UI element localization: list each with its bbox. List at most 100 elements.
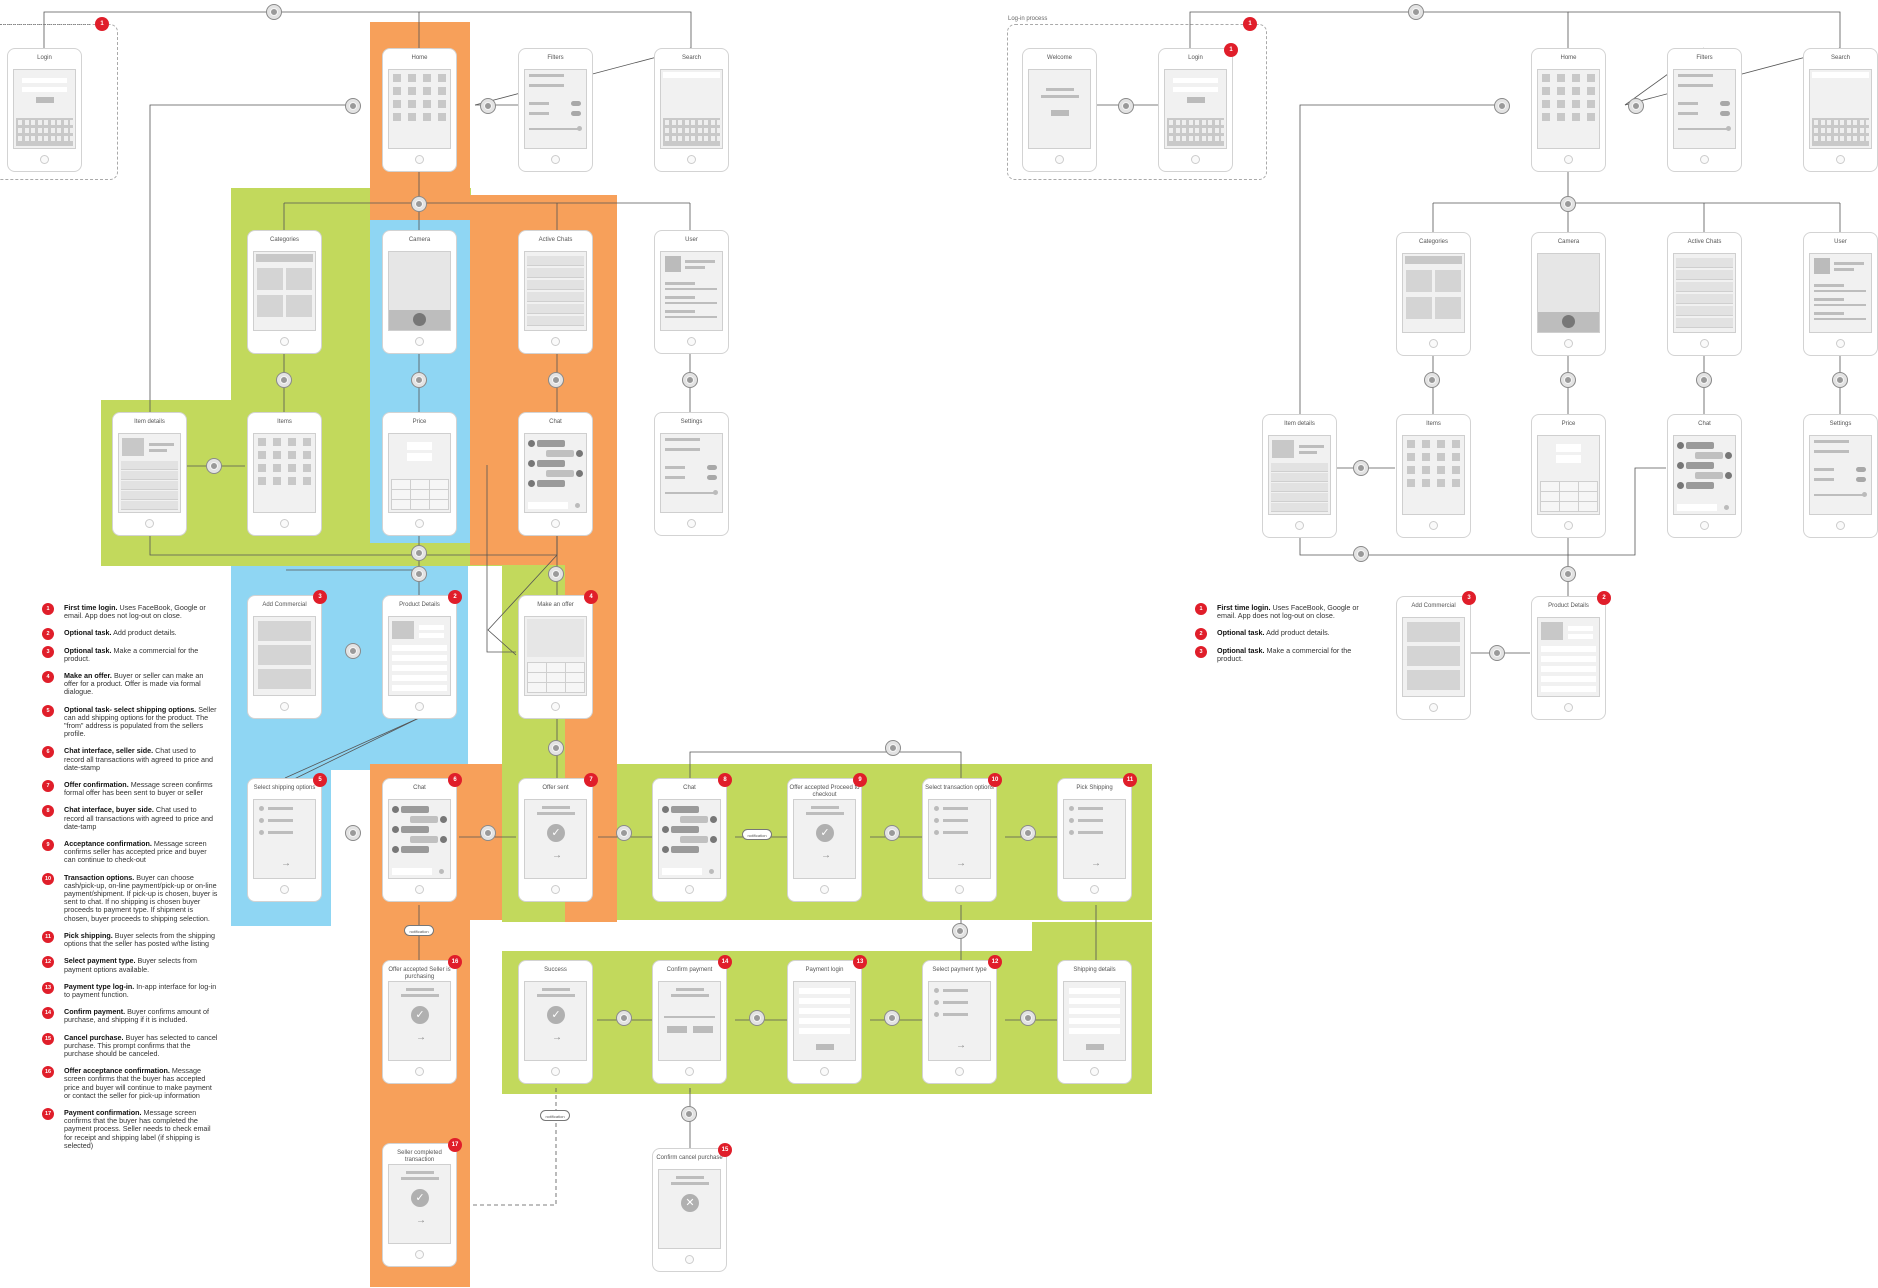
bar [685, 266, 705, 269]
legend-text: In-app interface for log-in to payment f… [64, 981, 217, 999]
slider-handle [1726, 126, 1731, 131]
bar [1173, 78, 1218, 83]
step-badge: 14 [718, 955, 732, 969]
screen-title: Search [1830, 55, 1850, 61]
screen-content [1402, 617, 1465, 697]
bar [537, 812, 575, 815]
screen-title: User [685, 237, 698, 243]
radio-icon [934, 818, 939, 823]
thumbnail-icon [288, 464, 296, 472]
legend-number-badge: 1 [42, 603, 54, 615]
legend-label: Cancel purchase. [64, 1032, 124, 1042]
key [671, 120, 676, 125]
message-bubble [546, 450, 574, 457]
key [31, 136, 35, 141]
category-tile [1406, 297, 1432, 319]
screen-title: Items [277, 419, 292, 425]
thumbnail-icon [1587, 74, 1595, 82]
home-button-icon [687, 337, 696, 346]
screen-title: Categories [269, 237, 299, 243]
bar [149, 443, 174, 446]
avatar-icon [576, 470, 583, 477]
screen-title: Seller completed transaction [397, 1150, 442, 1163]
home-button-icon [415, 885, 424, 894]
bar [542, 988, 570, 991]
message-bubble [546, 470, 574, 477]
thumbnail-icon [303, 451, 311, 459]
key [1833, 120, 1838, 125]
tap-gesture-icon [548, 740, 564, 756]
login-process-frame [1007, 24, 1267, 180]
category-tile [1406, 270, 1432, 292]
screen-title: Categories [1418, 239, 1448, 245]
bar [392, 675, 447, 681]
list-row [1676, 306, 1733, 316]
bar [22, 87, 67, 92]
thumbnail-icon [1407, 453, 1415, 461]
tap-gesture-icon [616, 1010, 632, 1026]
bar [799, 998, 850, 1004]
key [63, 120, 68, 125]
key [1188, 120, 1193, 125]
bar [392, 655, 447, 661]
radio-icon [259, 830, 264, 835]
bar [1046, 88, 1074, 91]
toggle [1720, 101, 1730, 106]
screen-title: Shipping details [1073, 967, 1116, 973]
legend-number-badge: 4 [42, 671, 54, 684]
legend-number-badge: 16 [42, 1066, 54, 1079]
screen-content [524, 616, 587, 696]
keyboard [16, 118, 74, 146]
key [671, 128, 676, 133]
screen-content [388, 799, 451, 879]
thumbnail-icon [393, 74, 401, 82]
tap-gesture-icon [1560, 566, 1576, 582]
bar [665, 282, 695, 285]
flow-zone-10 [470, 764, 502, 920]
blk [407, 442, 432, 450]
screen-offer-sent: Offer sent✓→7 [518, 773, 598, 902]
screen-success: Success✓→ [518, 960, 593, 1084]
home-button-icon [685, 1067, 694, 1076]
tap-gesture-icon [1489, 645, 1505, 661]
message-bubble [537, 440, 565, 447]
thumbnail-icon [273, 477, 281, 485]
home-button-icon [955, 1067, 964, 1076]
key [1221, 136, 1225, 141]
arrow-icon: → [956, 858, 966, 869]
key [63, 128, 68, 133]
step-badge: 16 [448, 955, 462, 969]
thumbnail-icon [1587, 100, 1595, 108]
bar [392, 868, 432, 875]
category-tile [286, 295, 312, 317]
screen-title: Active Chats [538, 237, 573, 243]
thumbnail-icon [1557, 113, 1565, 121]
key [1846, 136, 1851, 141]
bar [799, 1028, 850, 1034]
message-bubble [1695, 452, 1723, 459]
step-badge: 13 [853, 955, 867, 969]
key [665, 128, 669, 133]
screen-select-payment-type: Select payment type→12 [922, 955, 1002, 1084]
bar [1814, 478, 1834, 481]
key [1195, 128, 1199, 133]
list-row [1676, 294, 1733, 304]
bar [943, 1013, 968, 1016]
screen-camera: Camera [382, 230, 457, 354]
bar [799, 988, 850, 994]
screen-content [660, 433, 723, 513]
screen-title: Filters [547, 55, 564, 61]
blk [816, 1044, 834, 1050]
key [704, 120, 708, 125]
keypad-cell [1559, 501, 1579, 512]
bar [406, 988, 434, 991]
detail-row [121, 501, 178, 510]
toggle [707, 475, 717, 480]
